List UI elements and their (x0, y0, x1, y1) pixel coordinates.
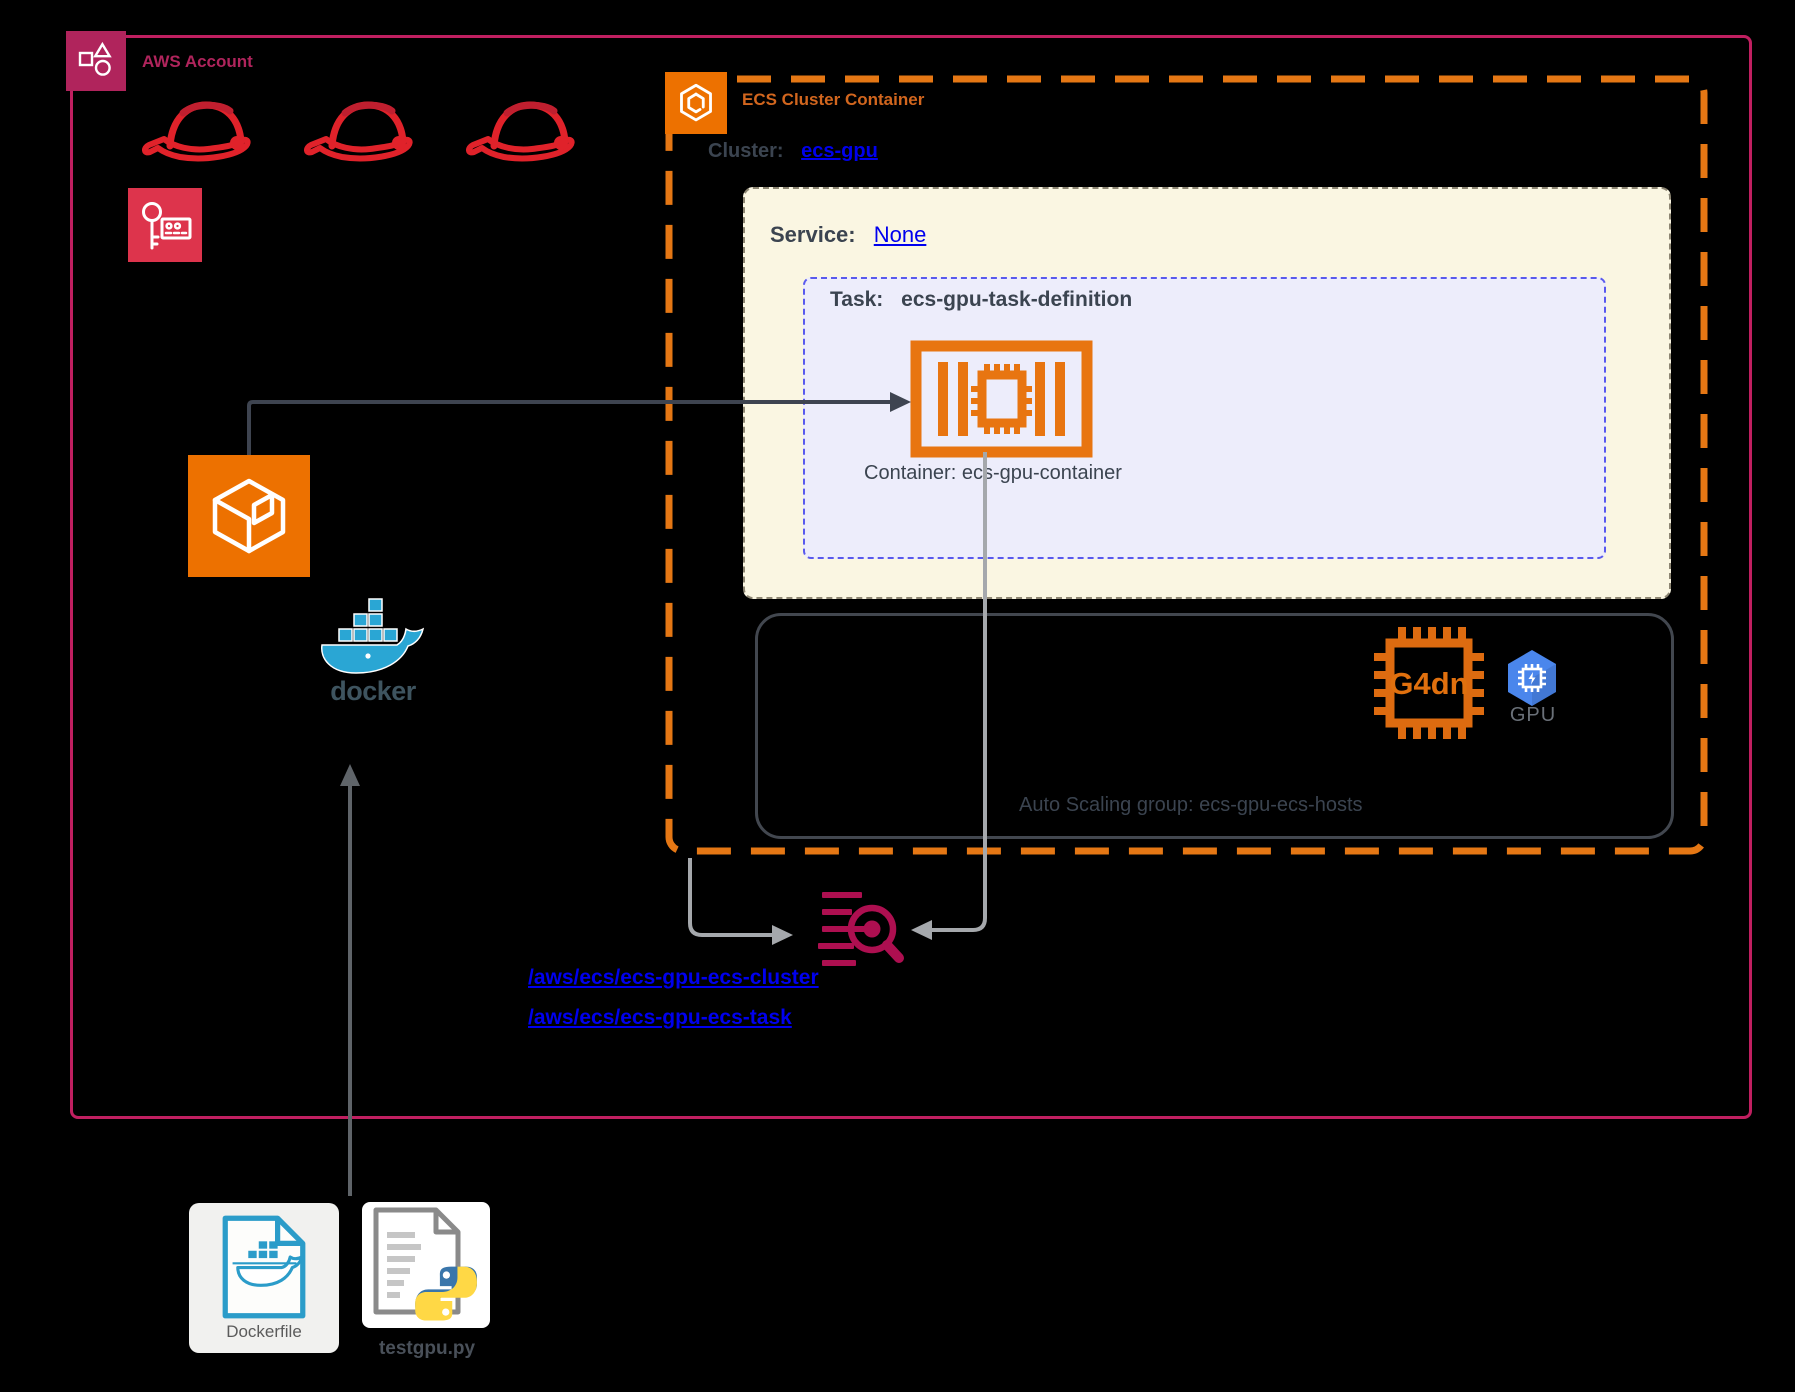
task-label: Task: (830, 288, 884, 311)
g4dn-label: G4dn (1389, 666, 1468, 701)
docker-whale-icon (312, 598, 434, 683)
service-label: Service: (770, 222, 856, 247)
g4dn-instance-icon: G4dn (1368, 623, 1490, 748)
aws-account-boundary (70, 35, 1752, 1119)
gpu-hexagon-icon (1504, 648, 1560, 713)
cluster-link[interactable]: ecs-gpu (801, 140, 878, 162)
python-file-icon (370, 1206, 490, 1343)
cloudwatch-logs-icon (816, 886, 911, 976)
aws-account-icon (66, 31, 126, 91)
ecs-cluster-title: ECS Cluster Container (742, 90, 925, 109)
dockerfile-icon (215, 1212, 313, 1327)
aws-account-glyph (78, 41, 112, 76)
dockerfile-label: Dockerfile (226, 1322, 302, 1341)
aws-account-label: AWS Account (142, 52, 253, 71)
asg-box (755, 613, 1674, 839)
ecs-cluster-boundary (665, 75, 1708, 855)
redhat-hat-icon (464, 88, 596, 177)
cluster-label: Cluster: (708, 140, 784, 162)
ecs-container-icon (910, 340, 1093, 463)
task-line: Task: ecs-gpu-task-definition (830, 288, 1132, 312)
cluster-log-group-link[interactable]: /aws/ecs/ecs-gpu-ecs-cluster (528, 966, 819, 989)
redhat-hat-icon (302, 88, 434, 177)
redhat-hat-icon (140, 88, 272, 177)
service-link[interactable]: None (873, 222, 927, 247)
task-name: ecs-gpu-task-definition (901, 288, 1133, 311)
asg-label: Auto Scaling group: ecs-gpu-ecs-hosts (1019, 794, 1363, 816)
iam-credentials-icon (128, 188, 202, 262)
docker-wordmark: docker (330, 676, 416, 706)
python-file-label: testgpu.py (378, 1338, 476, 1359)
ecs-service-icon (665, 72, 727, 134)
task-log-group-link[interactable]: /aws/ecs/ecs-gpu-ecs-task (528, 1006, 792, 1029)
cluster-line: Cluster: ecs-gpu (708, 140, 878, 163)
gpu-label: GPU (1509, 704, 1557, 726)
container-caption: Container: ecs-gpu-container (864, 462, 1122, 484)
service-line: Service: None (770, 222, 926, 248)
ecr-registry-icon (188, 455, 310, 577)
